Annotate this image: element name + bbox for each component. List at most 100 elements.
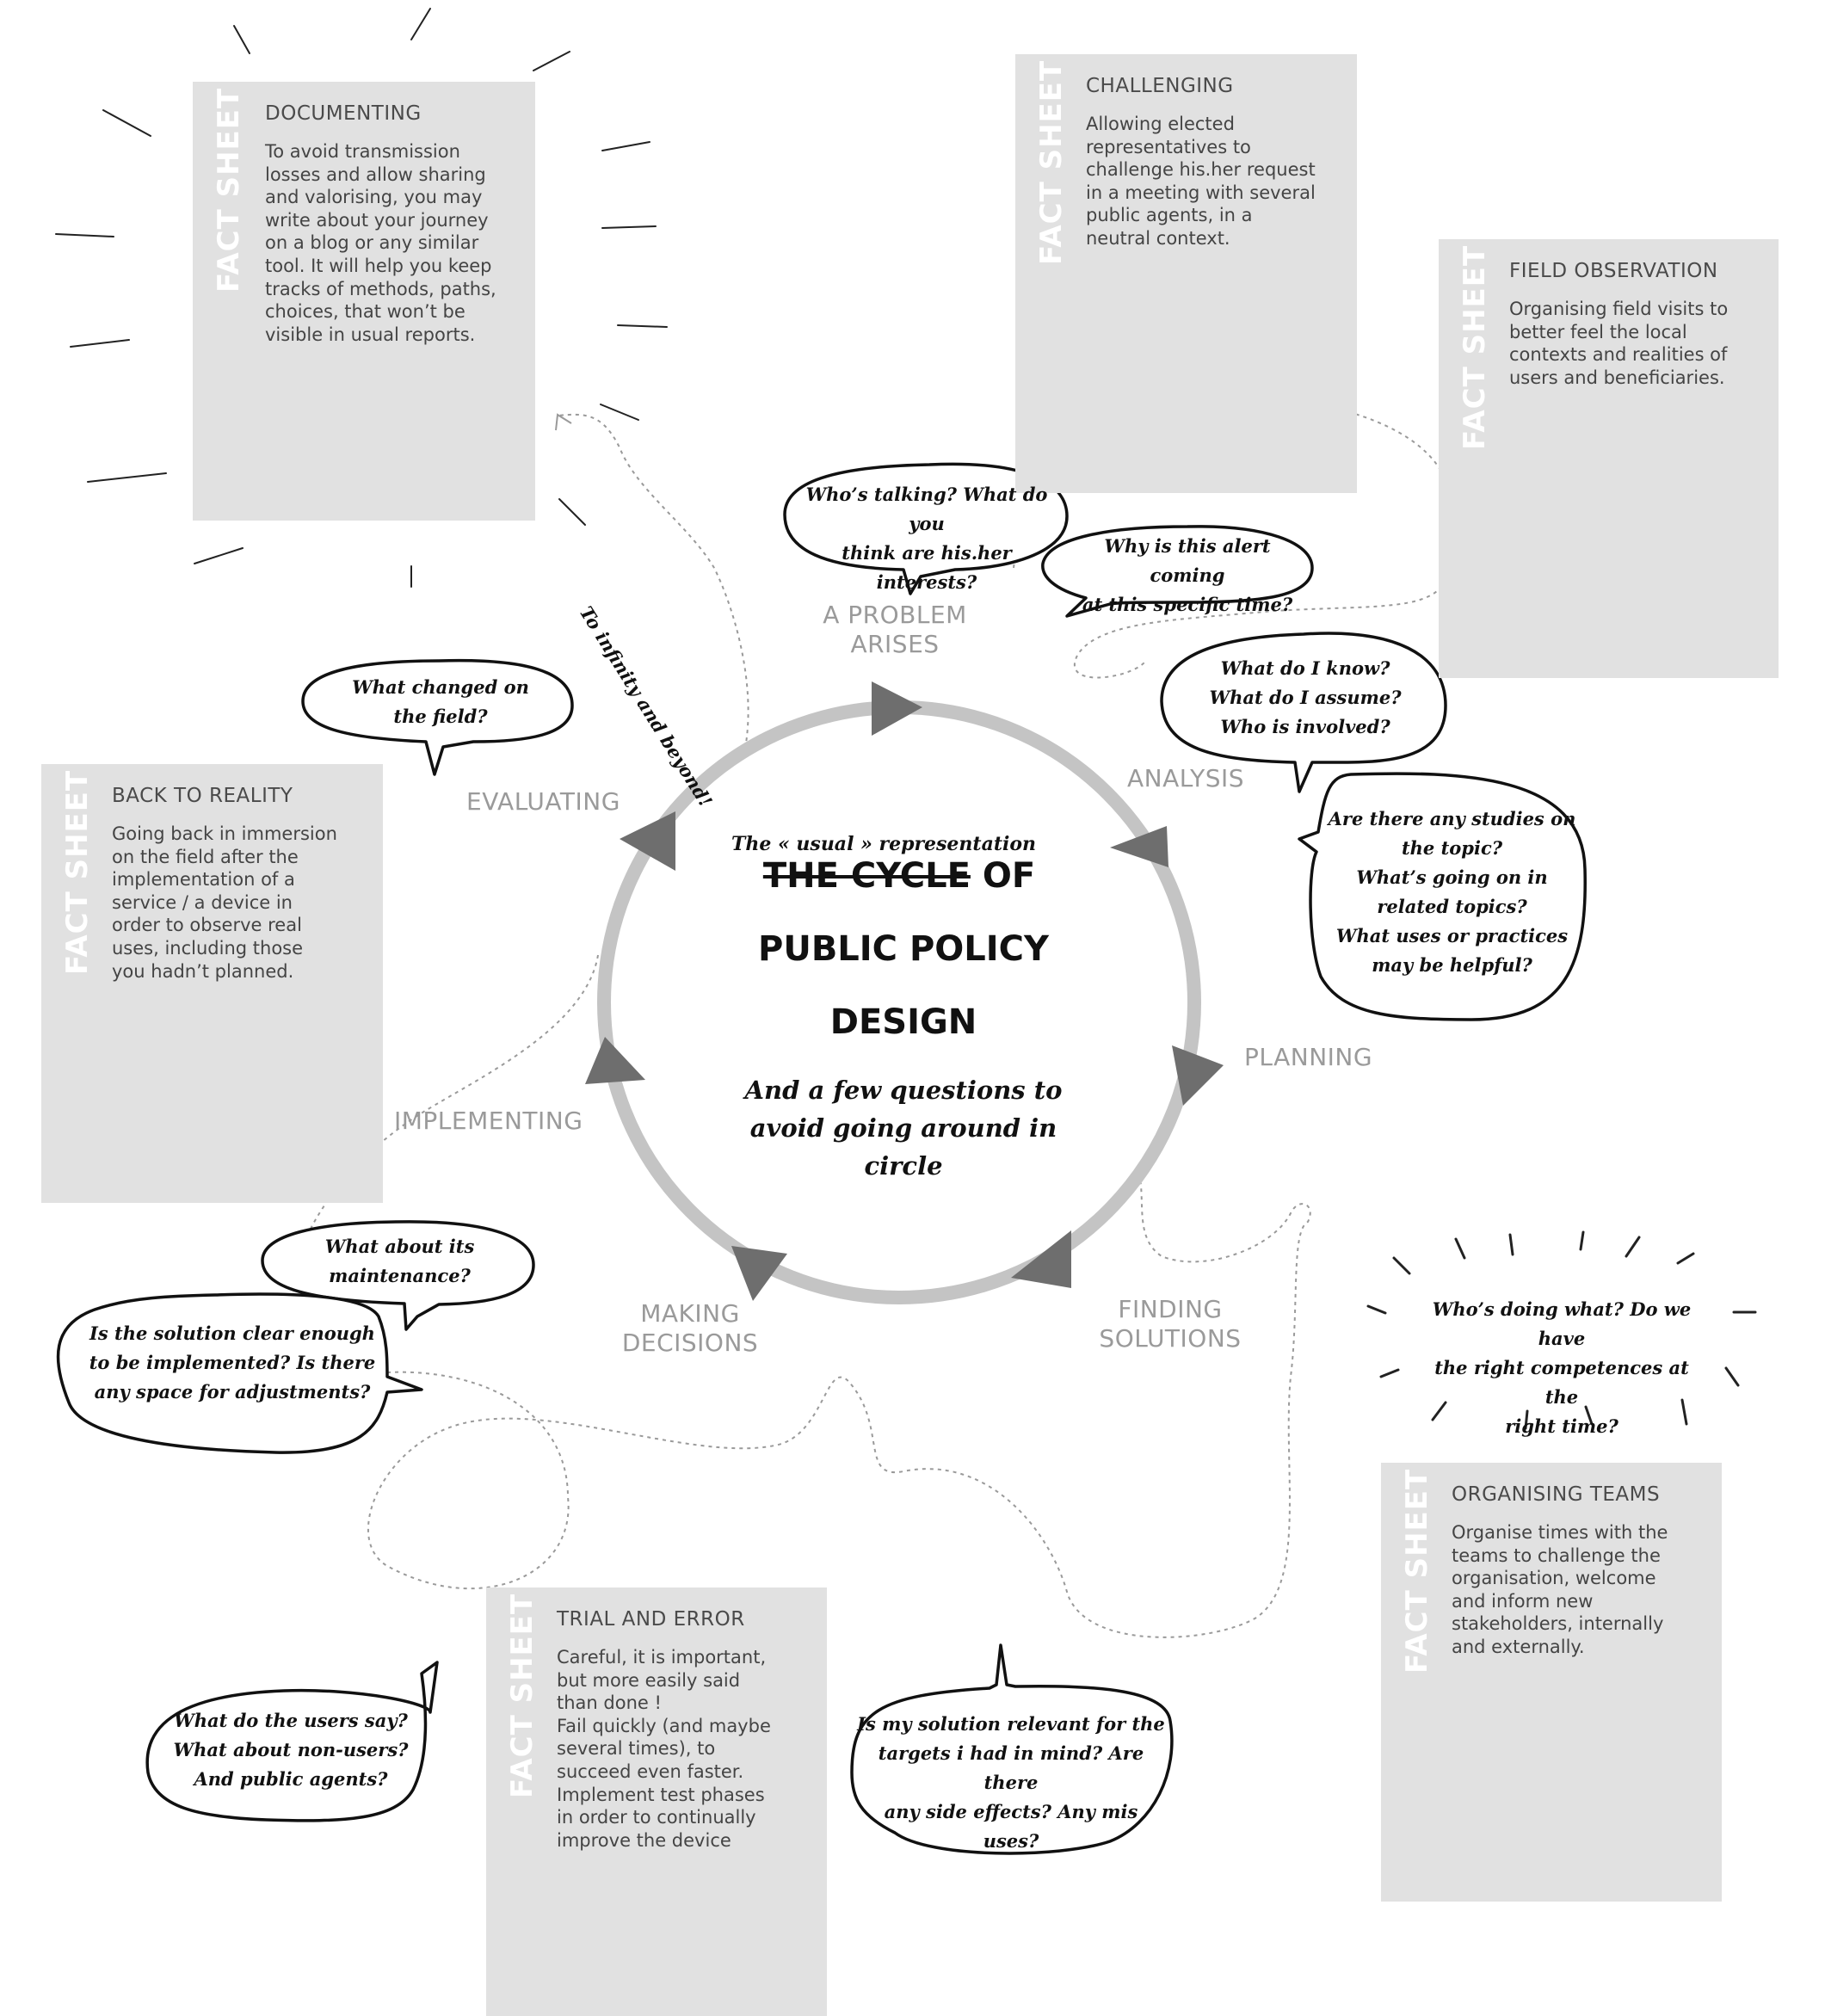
fact-sheet-body: Allowing elected representatives to chal… <box>1086 113 1316 250</box>
bubble-line: the right competences at the <box>1434 1357 1689 1408</box>
fact-sheet-body: Careful, it is important, but more easil… <box>557 1646 771 1852</box>
fact-sheet-trial-and-error: FACT SHEET TRIAL AND ERROR Careful, it i… <box>486 1588 827 2016</box>
burst-stroke <box>1508 1233 1514 1256</box>
title-of: OF <box>970 856 1036 896</box>
stage-label-finding-solutions: FINDING SOLUTIONS <box>1093 1295 1248 1353</box>
bubble-line: maintenance? <box>329 1265 471 1286</box>
burst-stroke <box>558 498 586 526</box>
bubble-line: related topics? <box>1377 896 1527 917</box>
bubble-text-users-say: What do the users say? What about non-us… <box>153 1706 429 1794</box>
fact-sheet-label: FACT SHEET <box>212 87 246 293</box>
body-line: Careful, it is important, <box>557 1647 767 1668</box>
bubble-line: Is my solution relevant for the <box>857 1713 1165 1735</box>
bubble-text-why-alert: Why is this alert coming at this specifi… <box>1067 532 1308 620</box>
body-line: better feel the local <box>1509 321 1687 342</box>
body-line: Fail quickly (and maybe <box>557 1715 771 1736</box>
bubble-what-changed <box>301 658 574 776</box>
burst-stroke <box>617 324 668 328</box>
bubble-line: Who’s doing what? Do we have <box>1432 1298 1692 1349</box>
bubble-line: What do I know? <box>1220 657 1390 679</box>
body-line: users and beneficiaries. <box>1509 367 1725 388</box>
body-line: but more easily said <box>557 1669 741 1691</box>
fact-sheet-body: To avoid transmission losses and allow s… <box>265 140 496 346</box>
cycle-arrow-left-upper <box>620 811 675 871</box>
burst-stroke <box>600 404 639 421</box>
burst-stroke <box>410 8 431 40</box>
bubble-maintenance <box>261 1220 535 1331</box>
stage-label-problem-arises: A PROBLEM ARISES <box>809 601 981 659</box>
burst-stroke <box>87 472 167 483</box>
burst-stroke <box>1625 1236 1641 1258</box>
burst-stroke <box>1524 1409 1529 1430</box>
fact-sheet-body: Going back in immersion on the field aft… <box>112 823 337 983</box>
body-line: representatives to <box>1086 136 1251 157</box>
burst-stroke <box>1724 1366 1740 1387</box>
stage-label-planning: PLANNING <box>1244 1043 1373 1071</box>
body-line: you hadn’t planned. <box>112 960 294 982</box>
fact-sheet-body: Organise times with the teams to challen… <box>1452 1521 1668 1659</box>
subtitle-line: And a few questions to <box>744 1076 1063 1105</box>
burst-stroke <box>1392 1256 1411 1275</box>
bubble-line: Who’s talking? What do you <box>805 484 1048 534</box>
fact-sheet-label: FACT SHEET <box>1034 59 1069 265</box>
bubble-line: Who is involved? <box>1220 716 1390 737</box>
body-line: on a blog or any similar <box>265 232 479 254</box>
stage-line: SOLUTIONS <box>1099 1324 1242 1353</box>
body-line: write about your journey <box>265 209 489 231</box>
body-line: improve the device <box>557 1829 731 1851</box>
fact-sheet-title: BACK TO REALITY <box>112 785 293 807</box>
dashed-path-left <box>309 954 599 1231</box>
body-line: Organising field visits to <box>1509 299 1729 319</box>
bubble-relevant <box>850 1643 1174 1855</box>
burst-stroke <box>1431 1401 1447 1421</box>
stage-label-implementing: IMPLEMENTING <box>394 1107 583 1135</box>
burst-stroke <box>194 547 244 564</box>
bubble-text-solution-clear: Is the solution clear enough to be imple… <box>73 1319 392 1407</box>
body-line: service / a device in <box>112 891 293 913</box>
bubble-line: the topic? <box>1401 837 1503 859</box>
burst-stroke <box>1579 1230 1585 1251</box>
stage-label-making-decisions: MAKING DECISIONS <box>613 1299 768 1358</box>
fact-sheet-title: CHALLENGING <box>1086 75 1234 97</box>
cycle-arrow-left-lower <box>585 1037 645 1084</box>
body-line: Implement test phases <box>557 1784 765 1805</box>
body-line: in order to continually <box>557 1807 756 1828</box>
burst-stroke <box>601 225 657 229</box>
bubble-solution-clear <box>56 1292 423 1454</box>
body-line: and externally. <box>1452 1636 1585 1657</box>
bubble-users-say <box>145 1661 439 1822</box>
fact-sheet-back-to-reality: FACT SHEET BACK TO REALITY Going back in… <box>41 764 383 1203</box>
burst-stroke <box>1454 1237 1466 1260</box>
fact-sheet-title: ORGANISING TEAMS <box>1452 1483 1661 1506</box>
burst-stroke <box>233 25 250 54</box>
body-line: on the field after the <box>112 846 299 867</box>
body-line: public agents, in a <box>1086 205 1253 226</box>
cycle-arrow-top <box>872 681 922 736</box>
bubble-line: think are his.her interests? <box>842 542 1012 593</box>
subtitle-line: circle <box>864 1151 943 1181</box>
burst-stroke <box>102 109 151 137</box>
fact-sheet-title: DOCUMENTING <box>265 102 422 125</box>
burst-stroke <box>1676 1252 1695 1265</box>
body-line: losses and allow sharing <box>265 163 486 185</box>
cycle-arrow-lower-right <box>1011 1230 1071 1288</box>
body-line: Allowing elected <box>1086 114 1235 134</box>
bubble-line: may be helpful? <box>1372 954 1532 976</box>
cycle-arrow-right <box>1172 1045 1224 1106</box>
stage-line: DECISIONS <box>621 1329 759 1357</box>
body-line: several times), to <box>557 1738 716 1760</box>
fact-sheet-documenting: FACT SHEET DOCUMENTING To avoid transmis… <box>193 82 535 521</box>
dashed-path-top-loop <box>1013 392 1455 679</box>
bubble-line: any side effects? Any mis uses? <box>884 1801 1138 1852</box>
body-line: and valorising, you may <box>265 187 483 208</box>
body-line: stakeholders, internally <box>1452 1613 1664 1635</box>
bubble-line: targets i had in mind? Are there <box>878 1742 1144 1793</box>
bubble-text-relevant: Is my solution relevant for the targets … <box>856 1710 1166 1856</box>
cycle-arrow-right-upper <box>1110 826 1168 867</box>
body-line: in a meeting with several <box>1086 182 1316 203</box>
burst-stroke <box>55 233 114 237</box>
bubble-line: Is the solution clear enough <box>89 1322 375 1344</box>
bubble-line: any space for adjustments? <box>94 1381 371 1403</box>
bubble-text-studies: Are there any studies on the topic? What… <box>1325 805 1579 980</box>
